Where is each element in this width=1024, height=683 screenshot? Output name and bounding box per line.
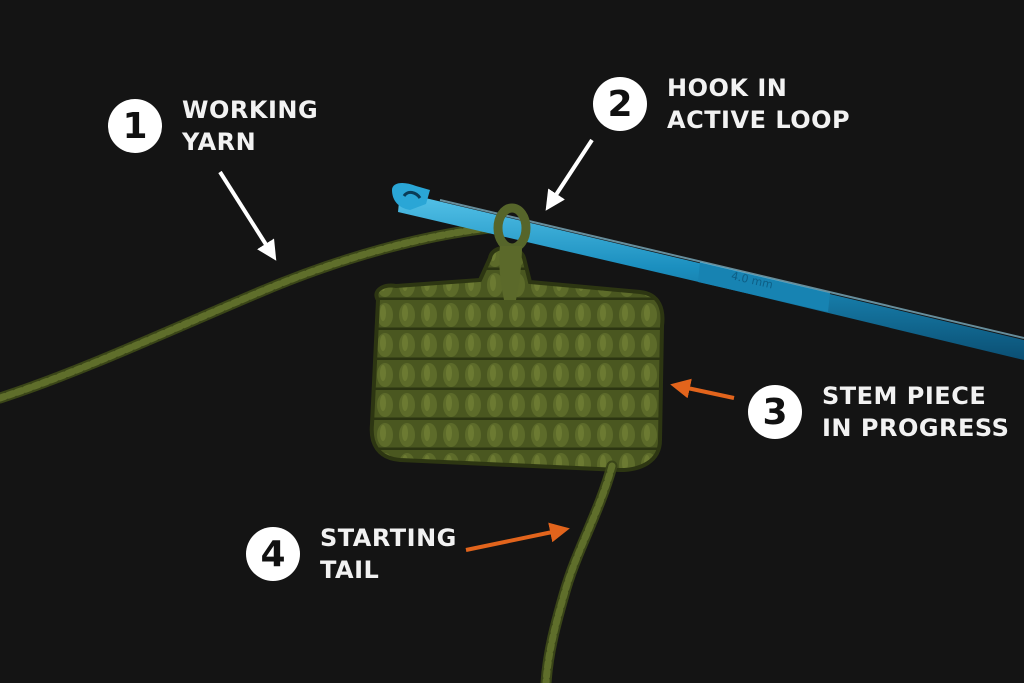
callout-label: STARTING TAIL xyxy=(320,522,457,586)
callout-stem-piece: 3 STEM PIECE IN PROGRESS xyxy=(748,380,1009,444)
step-number-badge: 3 xyxy=(748,385,802,439)
callout-hook-in-active-loop: 2 HOOK IN ACTIVE LOOP xyxy=(593,72,850,136)
callout-working-yarn: 1 WORKING YARN xyxy=(108,94,318,158)
callout-line: STARTING xyxy=(320,524,457,552)
step-number-badge: 4 xyxy=(246,527,300,581)
working-yarn xyxy=(0,220,516,404)
callout-label: WORKING YARN xyxy=(182,94,318,158)
starting-tail xyxy=(540,460,618,683)
callout-label: HOOK IN ACTIVE LOOP xyxy=(667,72,850,136)
stem-swatch xyxy=(369,203,665,473)
callout-line: WORKING xyxy=(182,96,319,124)
crochet-hook: 4.0 mm xyxy=(392,182,1024,360)
callout-starting-tail: 4 STARTING TAIL xyxy=(246,522,457,586)
callout-line: TAIL xyxy=(320,556,380,584)
arrow-starting-tail xyxy=(465,522,570,552)
arrow-working-yarn xyxy=(218,170,277,261)
arrow-stem-piece xyxy=(670,378,735,400)
step-number-badge: 1 xyxy=(108,99,162,153)
callout-line: YARN xyxy=(182,128,257,156)
callout-line: HOOK IN xyxy=(667,74,788,102)
callout-line: STEM PIECE xyxy=(822,382,987,410)
arrow-hook-loop xyxy=(545,138,594,211)
callout-label: STEM PIECE IN PROGRESS xyxy=(822,380,1009,444)
step-number-badge: 2 xyxy=(593,77,647,131)
callout-line: IN PROGRESS xyxy=(822,414,1010,442)
callout-line: ACTIVE LOOP xyxy=(667,106,851,134)
